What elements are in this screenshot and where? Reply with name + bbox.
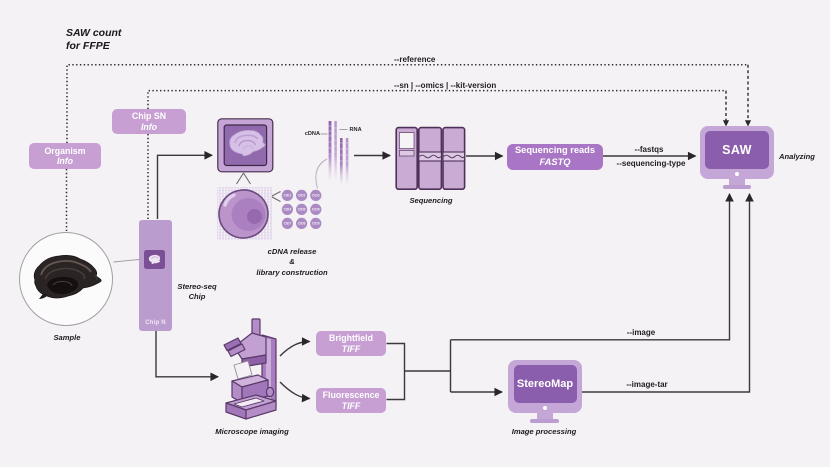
stereomap-screen: StereoMap bbox=[513, 364, 577, 403]
stereomap-app-label: StereoMap bbox=[516, 377, 574, 390]
cdna-release-line1: cDNA release bbox=[267, 247, 317, 256]
organism-info-box: Organism Info bbox=[29, 143, 101, 169]
title-line1: SAW count bbox=[66, 27, 122, 39]
thin-connectors bbox=[113, 129, 348, 263]
cdna-release-line3: library construction bbox=[256, 267, 328, 277]
brightfield-line2: TIFF bbox=[341, 343, 361, 354]
reference-label: --reference bbox=[394, 55, 436, 64]
sequencing-reads-line1: Sequencing reads bbox=[514, 145, 596, 155]
organism-info-line1: Organism bbox=[44, 145, 86, 156]
chip-sn-info-line2: Info bbox=[140, 121, 158, 132]
image-label: --image bbox=[626, 327, 656, 337]
microscope-illustration bbox=[223, 318, 277, 420]
saw-stand-neck bbox=[729, 179, 745, 185]
stereomap-stand-neck bbox=[537, 413, 553, 419]
cid-bead-label: CID6 bbox=[312, 208, 320, 212]
microscope-camera-tube bbox=[251, 318, 261, 336]
chip-sn-info-box: Chip SN Info bbox=[112, 109, 186, 134]
fluorescence-line2: TIFF bbox=[341, 400, 361, 411]
diagram-title: SAW count for FFPE bbox=[66, 27, 121, 52]
fastqs-label: --fastqs bbox=[634, 145, 664, 154]
cid-beads-grid: CID1 CID2 CID3 CID4 CID5 CID6 CID7 CID8 … bbox=[281, 189, 322, 229]
fluorescence-tiff-box: Fluorescence TIFF bbox=[316, 388, 386, 413]
sequencing-reads-line2: FASTQ bbox=[539, 156, 571, 167]
stereo-seq-chip-caption-line1: Stereo-seq bbox=[177, 282, 217, 291]
stereo-seq-chip-caption: Stereo-seq Chip bbox=[167, 282, 227, 303]
analyzing-caption: Analyzing bbox=[779, 152, 815, 161]
microscope-imaging-caption: Microscope imaging bbox=[215, 427, 289, 436]
cid-bead-label: CID7 bbox=[284, 222, 292, 226]
sequencing-caption: Sequencing bbox=[409, 196, 453, 205]
brightfield-line1: Brightfield bbox=[329, 333, 373, 343]
rna-strand-label: RNA bbox=[349, 126, 362, 133]
cid-beads bbox=[281, 189, 322, 229]
sn-omics-kit-label: --sn | --omics | --kit-version bbox=[394, 81, 497, 90]
image-tar-label: --image-tar bbox=[626, 380, 668, 389]
cid-bead-label: CID4 bbox=[284, 208, 292, 212]
microscope-slide bbox=[233, 360, 253, 380]
stereomap-camera-dot bbox=[543, 405, 547, 410]
saw-stand-base bbox=[723, 184, 751, 189]
cid-bead-label: CID9 bbox=[312, 222, 320, 226]
saw-app-label: SAW bbox=[722, 142, 752, 157]
brightfield-tiff-box: Brightfield TIFF bbox=[316, 331, 386, 356]
cdna-strand-label: cDNA bbox=[304, 131, 320, 137]
chip-n-label: Chip N bbox=[145, 320, 166, 326]
saw-camera-dot bbox=[735, 171, 739, 176]
chip-brain-icon bbox=[144, 250, 165, 269]
tissue-section-illustration bbox=[33, 255, 102, 299]
cdna-release-line2: & bbox=[289, 257, 295, 267]
sequencing-type-label: --sequencing-type bbox=[616, 158, 686, 168]
stereo-seq-chip: Chip N bbox=[139, 220, 172, 331]
image-processing-caption: Image processing bbox=[511, 427, 577, 436]
cid-bead-label: CID3 bbox=[312, 194, 320, 198]
cell-on-chip-illustration bbox=[217, 187, 272, 240]
library-strands-illustration bbox=[328, 121, 349, 185]
dotted-rails bbox=[65, 63, 748, 231]
sample-circle bbox=[19, 232, 113, 326]
dashed-drops bbox=[725, 64, 749, 122]
stereo-seq-chip-caption-line2: Chip bbox=[188, 292, 206, 302]
cdna-release-caption: cDNA release & library construction bbox=[236, 247, 348, 278]
cid-bead-label: CID8 bbox=[298, 222, 306, 226]
cid-bead-label: CID1 bbox=[284, 194, 292, 198]
cid-bead-label: CID5 bbox=[298, 208, 306, 212]
sequencer-illustration bbox=[395, 126, 466, 190]
microscope-focus-knob bbox=[265, 386, 275, 398]
organism-info-line2: Info bbox=[56, 156, 74, 166]
saw-screen: SAW bbox=[705, 130, 769, 169]
fluorescence-line1: Fluorescence bbox=[322, 390, 380, 400]
dashed-arrowheads bbox=[722, 120, 752, 127]
microscope-head bbox=[233, 332, 267, 360]
stereomap-stand-base bbox=[530, 418, 559, 423]
sample-caption: Sample bbox=[53, 333, 81, 342]
title-line2: for FFPE bbox=[66, 39, 110, 52]
chip-sn-info-line1: Chip SN bbox=[131, 111, 167, 121]
cid-bead-label: CID2 bbox=[298, 194, 306, 198]
enlarged-chip-illustration bbox=[217, 118, 274, 173]
flow-lines bbox=[155, 151, 754, 403]
microscope-eyepiece bbox=[223, 337, 242, 352]
sequencing-reads-box: Sequencing reads FASTQ bbox=[507, 143, 603, 170]
